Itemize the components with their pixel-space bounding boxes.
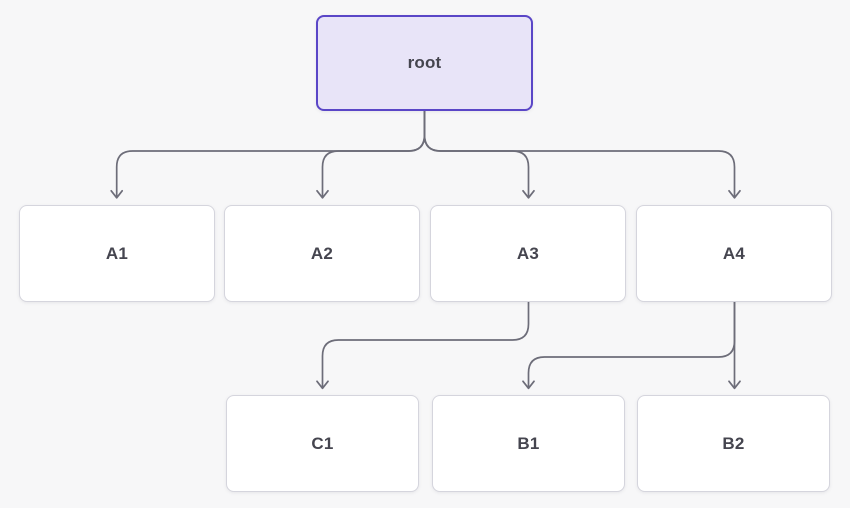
node-a2-label: A2 [310,243,334,263]
node-b1-label: B1 [517,433,540,453]
node-root[interactable]: root [316,15,533,111]
edge-a4-b2 [728,302,741,390]
edge-path-root-a3 [423,110,530,198]
node-a3-label: A3 [516,243,540,263]
arrowhead-a4-b1 [522,380,535,390]
edge-path-root-a1 [115,110,426,198]
node-b2-label: B2 [722,433,745,453]
edge-path-root-a2 [321,110,426,198]
edge-path-a4-b1 [527,302,736,388]
edge-path-root-a4 [423,110,736,198]
edge-path-a3-c1 [321,302,530,388]
edge-a4-b1 [522,302,736,390]
node-c1[interactable]: C1 [226,395,419,492]
arrowhead-root-a2 [316,189,329,199]
arrowhead-a3-c1 [316,380,329,390]
edge-a3-c1 [316,302,530,390]
node-a4[interactable]: A4 [636,205,832,302]
edge-root-a1 [110,110,426,199]
node-root-label: root [407,53,442,72]
node-c1-label: C1 [311,433,334,453]
node-a3[interactable]: A3 [430,205,626,302]
arrowhead-root-a4 [728,189,741,199]
node-a4-label: A4 [722,243,746,263]
edge-root-a3 [423,110,535,199]
edge-root-a4 [423,110,741,199]
node-b1[interactable]: B1 [432,395,625,492]
arrowhead-a4-b2 [728,380,741,390]
edge-root-a2 [316,110,426,199]
node-b2[interactable]: B2 [637,395,830,492]
arrowhead-root-a3 [522,189,535,199]
arrowhead-root-a1 [110,189,124,199]
node-a1[interactable]: A1 [19,205,215,302]
node-a2[interactable]: A2 [224,205,420,302]
node-a1-label: A1 [105,243,129,263]
